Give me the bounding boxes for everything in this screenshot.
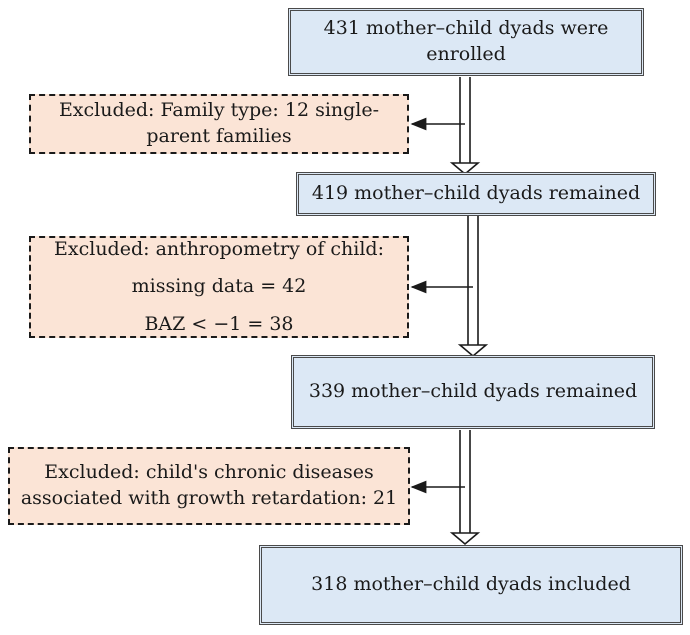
anthropometry-line-3: BAZ < −1 = 38 [144,312,294,335]
remained-2-label: 339 mother–child dyads remained [308,380,638,403]
family-exclusion-box: Excluded: Family type: 12 single- parent… [29,94,409,154]
remained-1-label: 419 mother–child dyads remained [311,182,641,205]
chronic-exclusion-box: Excluded: child's chronic diseases assoc… [8,447,410,525]
remained-2-box: 339 mother–child dyads remained [291,355,655,429]
remained-1-box: 419 mother–child dyads remained [296,172,656,216]
family-exclusion-line-1: Excluded: Family type: 12 single- [58,99,380,122]
down-arrow-3 [449,430,481,546]
enrolled-line-2: enrolled [426,43,506,65]
down-arrow-2 [457,216,489,358]
anthropometry-line-2: missing data = 42 [131,275,307,298]
included-label: 318 mother–child dyads included [311,573,631,596]
family-exclusion-line-2: parent families [146,125,292,147]
included-box: 318 mother–child dyads included [259,545,683,625]
chronic-exclusion-line-2: associated with growth retardation: 21 [20,487,398,509]
enrolled-box: 431 mother–child dyads were enrolled [288,8,644,76]
anthropometry-exclusion-box: Excluded: anthropometry of child: missin… [29,236,409,338]
down-arrow-1 [449,77,481,176]
anthropometry-line-1: Excluded: anthropometry of child: [54,237,384,260]
enrolled-line-1: 431 mother–child dyads were [323,17,609,40]
chronic-exclusion-line-1: Excluded: child's chronic diseases [44,461,374,484]
